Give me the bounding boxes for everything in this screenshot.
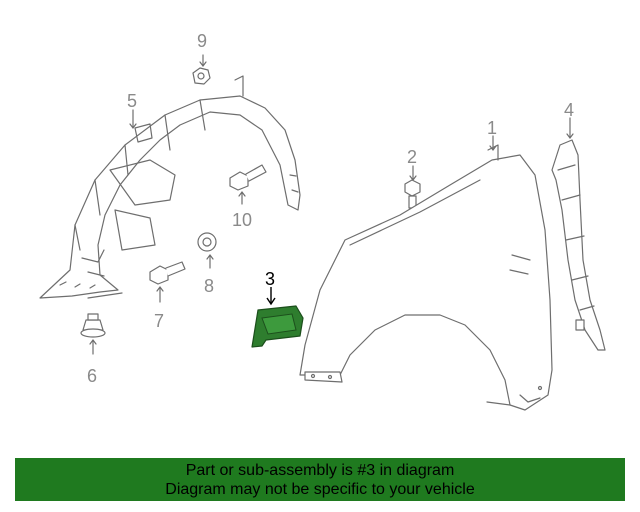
info-banner: Part or sub-assembly is #3 in diagram Di…	[15, 458, 625, 501]
callout-7: 7	[154, 311, 164, 331]
part-2-bolt[interactable]	[404, 165, 421, 209]
part-1-front-fender[interactable]	[299, 135, 553, 411]
part-6-push-clip[interactable]	[80, 313, 106, 355]
banner-line-2: Diagram may not be specific to your vehi…	[165, 480, 475, 498]
part-5-fender-liner[interactable]	[39, 75, 301, 299]
part-10-bolt[interactable]	[229, 164, 267, 205]
part-7-screw[interactable]	[149, 261, 186, 303]
part-4-seal-strip[interactable]	[551, 117, 606, 351]
callout-1: 1	[487, 118, 497, 138]
banner-line-1: Part or sub-assembly is #3 in diagram	[185, 461, 455, 479]
part-8-clip[interactable]	[197, 232, 217, 269]
callout-8: 8	[204, 276, 214, 296]
part-3-bracket[interactable]	[251, 287, 304, 348]
callout-6: 6	[87, 366, 97, 386]
callout-2: 2	[407, 147, 417, 167]
callout-9: 9	[197, 31, 207, 51]
part-9-nut[interactable]	[192, 54, 211, 85]
callout-4: 4	[564, 100, 574, 120]
callout-10: 10	[232, 210, 252, 230]
callout-5: 5	[127, 91, 137, 111]
callout-3: 3	[265, 269, 275, 289]
